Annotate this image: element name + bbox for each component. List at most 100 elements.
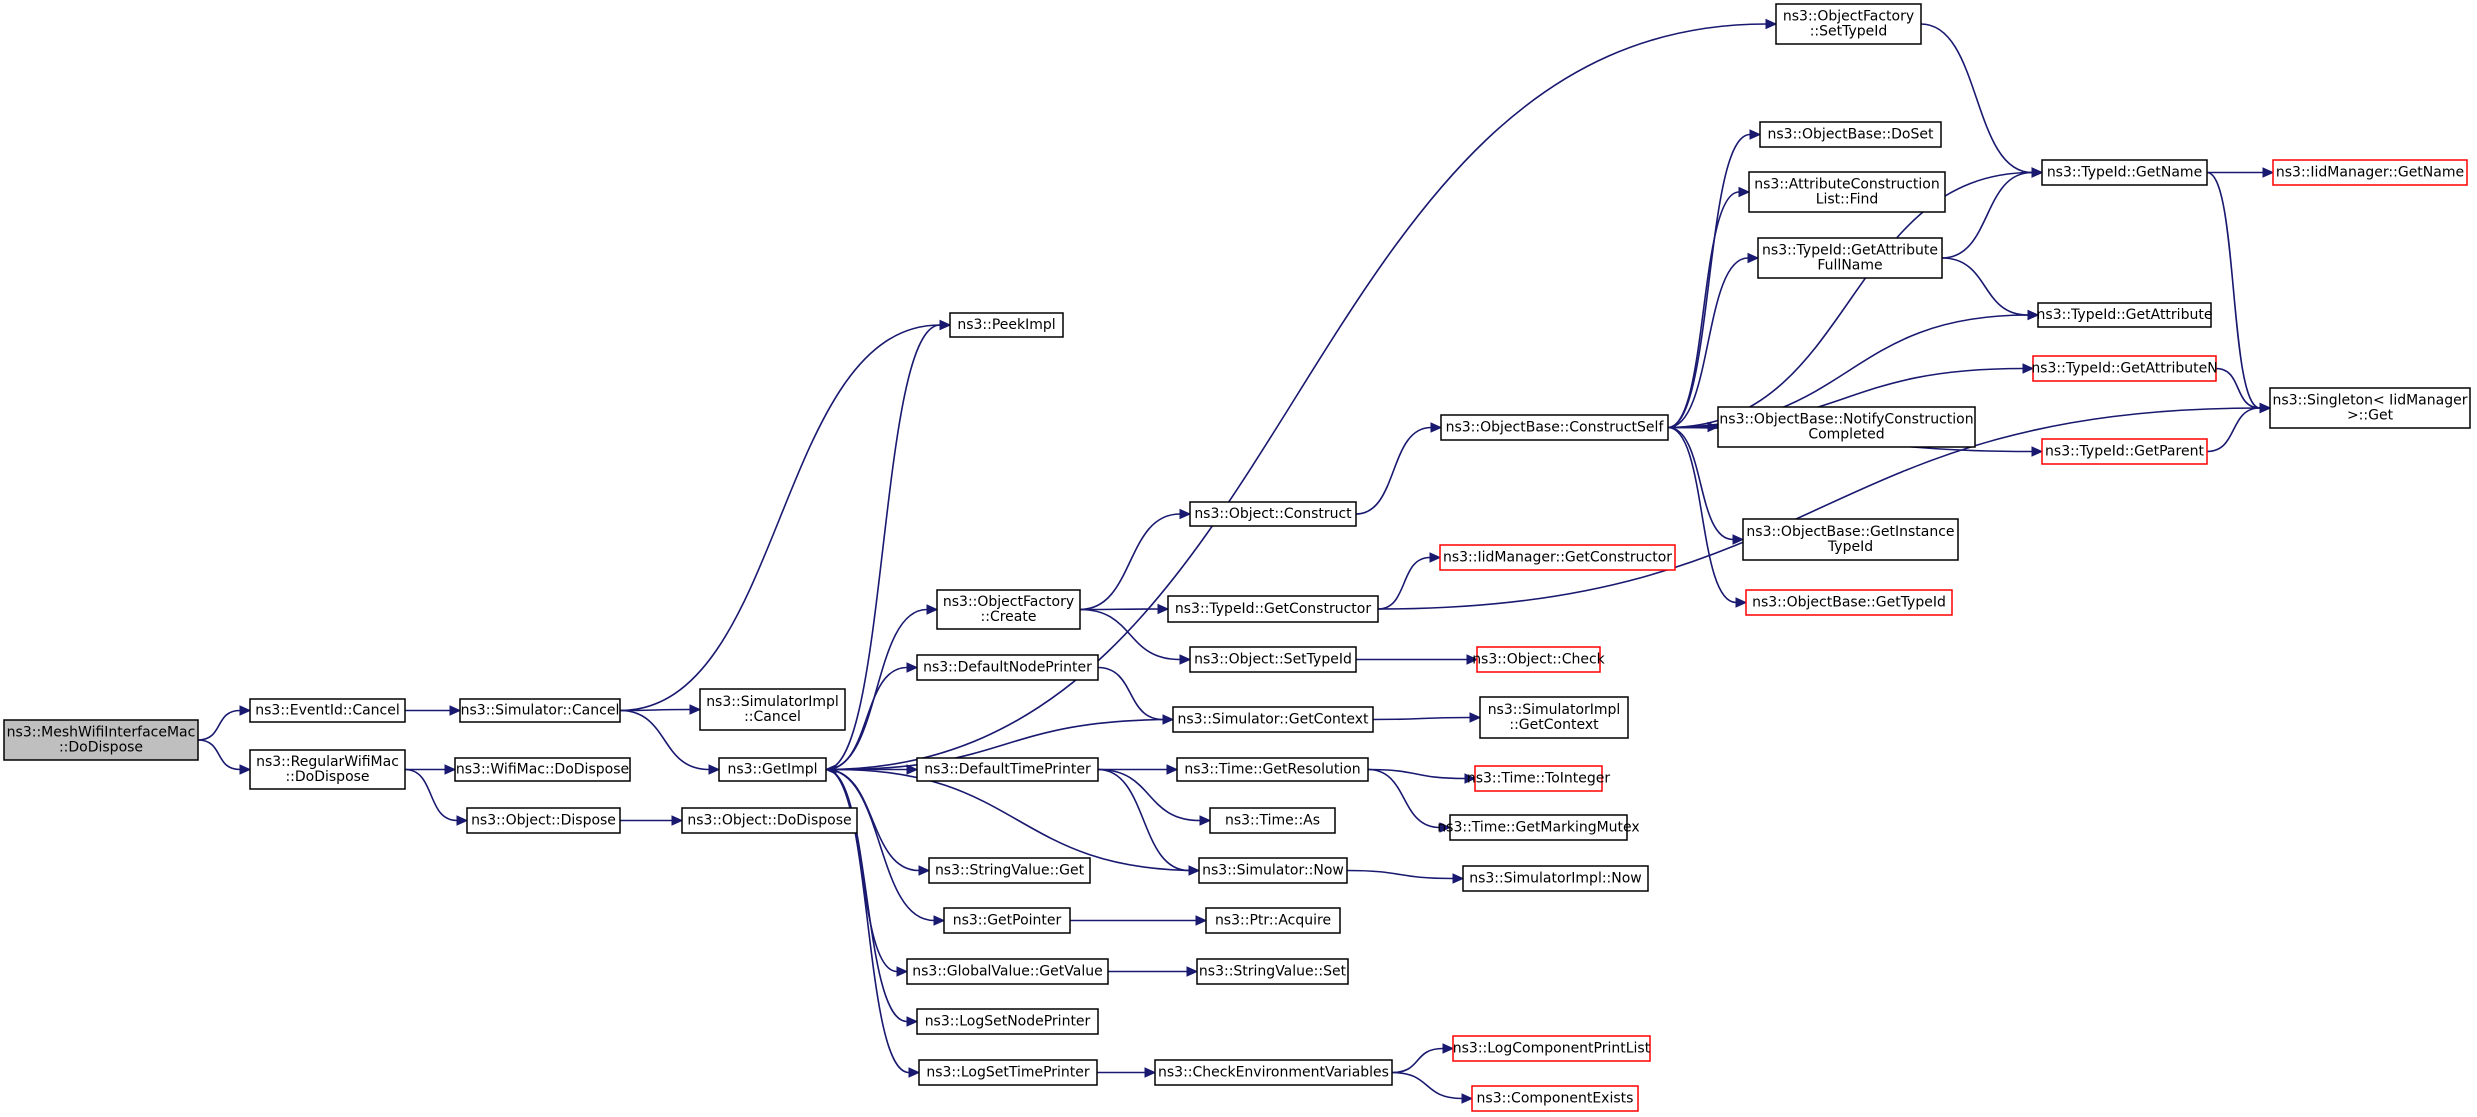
node-typeid-getattribute[interactable]: ns3::TypeId::GetAttribute <box>2037 302 2213 328</box>
node-label: ns3::Singleton< IidManager <box>2273 393 2468 409</box>
node-peekimpl[interactable]: ns3::PeekImpl <box>949 312 1064 338</box>
node-object-dispose[interactable]: ns3::Object::Dispose <box>466 807 621 834</box>
arrowhead <box>1747 252 1760 264</box>
node-typeid-getname[interactable]: ns3::TypeId::GetName <box>2041 159 2208 186</box>
node-stringvalue-get[interactable]: ns3::StringValue::Get <box>928 857 1091 884</box>
node-box <box>2032 355 2217 382</box>
node-box <box>1205 907 1341 934</box>
edge-objectfactory_create-to-object_construct <box>1079 508 1192 611</box>
node-box <box>2269 387 2471 429</box>
node-label: ns3::LogSetTimePrinter <box>926 1065 1090 1081</box>
node-simulatorimpl-cancel[interactable]: ns3::SimulatorImpl::Cancel <box>699 688 846 731</box>
node-label: ns3::RegularWifiMac <box>256 754 399 770</box>
node-box <box>1196 958 1349 985</box>
edge-getimpl-to-objectfactory_settypeid <box>825 18 1778 771</box>
edge-line <box>404 768 458 822</box>
node-logcomponentprintlist[interactable]: ns3::LogComponentPrintList <box>1452 1035 1651 1062</box>
node-logsetnodeprinter[interactable]: ns3::LogSetNodePrinter <box>916 1008 1099 1035</box>
node-globalvalue-getvalue[interactable]: ns3::GlobalValue::GetValue <box>906 958 1109 985</box>
node-object-construct[interactable]: ns3::Object::Construct <box>1189 501 1357 527</box>
node-box <box>1209 807 1336 834</box>
node-defaultnodeprinter[interactable]: ns3::DefaultNodePrinter <box>916 654 1099 681</box>
node-label: ns3::SimulatorImpl <box>1488 702 1621 718</box>
node-label: ns3::Time::As <box>1225 813 1320 829</box>
node-stringvalue-set[interactable]: ns3::StringValue::Set <box>1196 958 1349 985</box>
node-objectbase-doset[interactable]: ns3::ObjectBase::DoSet <box>1759 121 1942 148</box>
node-objectbase-constructself[interactable]: ns3::ObjectBase::ConstructSelf <box>1440 414 1669 441</box>
node-defaulttimeprinter[interactable]: ns3::DefaultTimePrinter <box>916 757 1099 782</box>
edge-object_construct-to-objectbase_constructself <box>1355 422 1443 515</box>
edge-line <box>1391 1047 1444 1074</box>
node-label: FullName <box>1817 258 1882 274</box>
edge-getimpl-to-objectfactory_create <box>825 604 939 771</box>
node-simulatorimpl-now[interactable]: ns3::SimulatorImpl::Now <box>1462 865 1649 892</box>
node-object-check[interactable]: ns3::Object::Check <box>1472 646 1606 673</box>
node-box <box>1198 857 1348 884</box>
node-objectbase-notifyconstructioncompleted[interactable]: ns3::ObjectBase::NotifyConstructionCompl… <box>1717 406 1976 448</box>
node-simulator-cancel[interactable]: ns3::Simulator::Cancel <box>459 698 621 723</box>
node-simulator-getcontext[interactable]: ns3::Simulator::GetContext <box>1172 706 1374 733</box>
edge-typeid_getattributefullname-to-typeid_getattribute <box>1941 257 2040 321</box>
node-wifimac-dodispose[interactable]: ns3::WifiMac::DoDispose <box>454 757 631 782</box>
node-root[interactable]: ns3::MeshWifiInterfaceMac::DoDispose <box>3 719 199 761</box>
edge-line <box>2215 367 2261 409</box>
node-checkenvironmentvariables[interactable]: ns3::CheckEnvironmentVariables <box>1154 1059 1393 1086</box>
arrowhead <box>906 764 919 775</box>
node-box <box>1757 237 1943 279</box>
edge-simulator_now-to-getimpl <box>824 764 1200 872</box>
edge-defaultnodeprinter-to-simulator_getcontext <box>1097 666 1175 725</box>
edge-typeid_getconstructor-to-iidmanager_getconstructor <box>1377 552 1442 610</box>
node-typeid-getconstructor[interactable]: ns3::TypeId::GetConstructor <box>1167 595 1379 623</box>
node-iidmanager-getconstructor[interactable]: ns3::IidManager::GetConstructor <box>1439 544 1676 571</box>
node-componentexists[interactable]: ns3::ComponentExists <box>1471 1085 1639 1112</box>
node-simulator-now[interactable]: ns3::Simulator::Now <box>1198 857 1348 884</box>
node-iidmanager-getname[interactable]: ns3::IidManager::GetName <box>2272 159 2468 186</box>
node-object-settypeid[interactable]: ns3::Object::SetTypeId <box>1189 646 1357 673</box>
node-box <box>1745 589 1953 616</box>
node-typeid-getattributen[interactable]: ns3::TypeId::GetAttributeN <box>2031 355 2218 382</box>
arrowhead <box>1429 552 1442 563</box>
arrowhead <box>908 1067 921 1078</box>
edge-root-to-eventid_cancel <box>197 705 252 741</box>
node-box <box>943 907 1071 934</box>
node-time-as[interactable]: ns3::Time::As <box>1209 807 1336 834</box>
node-regularwifimac-dodispose[interactable]: ns3::RegularWifiMac::DoDispose <box>249 749 406 790</box>
node-label: ns3::Object::Check <box>1472 652 1605 668</box>
node-time-getresolution[interactable]: ns3::Time::GetResolution <box>1176 757 1369 782</box>
node-box <box>916 654 1099 681</box>
arrowhead <box>896 966 909 977</box>
node-box <box>1452 1035 1651 1062</box>
node-objectfactory-settypeid[interactable]: ns3::ObjectFactory::SetTypeId <box>1775 3 1922 45</box>
node-time-tointeger[interactable]: ns3::Time::ToInteger <box>1467 765 1611 792</box>
node-label: ::GetContext <box>1509 717 1599 733</box>
node-logsettimeprinter[interactable]: ns3::LogSetTimePrinter <box>918 1059 1098 1086</box>
node-object-dodispose[interactable]: ns3::Object::DoDispose <box>681 807 858 834</box>
node-ptr-acquire[interactable]: ns3::Ptr::Acquire <box>1205 907 1341 934</box>
edges-layer <box>197 18 2275 1104</box>
node-objectbase-gettypeid[interactable]: ns3::ObjectBase::GetTypeId <box>1745 589 1953 616</box>
edge-line <box>197 709 241 741</box>
node-objectfactory-create[interactable]: ns3::ObjectFactory::Create <box>936 589 1081 630</box>
edge-line <box>1097 768 1190 872</box>
node-simulatorimpl-getcontext[interactable]: ns3::SimulatorImpl::GetContext <box>1479 696 1629 739</box>
arrowhead <box>933 915 946 926</box>
node-getimpl[interactable]: ns3::GetImpl <box>718 757 827 782</box>
node-box <box>918 1059 1098 1086</box>
edge-regularwifimac_dodispose-to-object_dispose <box>404 768 469 826</box>
node-eventid-cancel[interactable]: ns3::EventId::Cancel <box>249 698 406 723</box>
node-singleton-get[interactable]: ns3::Singleton< IidManager >::Get <box>2269 387 2471 429</box>
node-label: List::Find <box>1816 192 1879 208</box>
arrowhead <box>2259 402 2272 414</box>
node-time-getmarkingmutex[interactable]: ns3::Time::GetMarkingMutex <box>1437 814 1640 841</box>
edge-objectbase_constructself-to-attributeconstructionlist_find <box>1667 186 1751 429</box>
edge-defaulttimeprinter-to-simulator_now <box>1097 768 1201 876</box>
node-label: ns3::Object::Dispose <box>471 813 616 829</box>
node-typeid-getparent[interactable]: ns3::TypeId::GetParent <box>2041 438 2208 465</box>
edge-line <box>1941 171 2033 259</box>
node-getpointer[interactable]: ns3::GetPointer <box>943 907 1071 934</box>
node-box <box>1167 595 1379 623</box>
edge-typeid_getparent-to-singleton_get <box>2206 402 2272 453</box>
